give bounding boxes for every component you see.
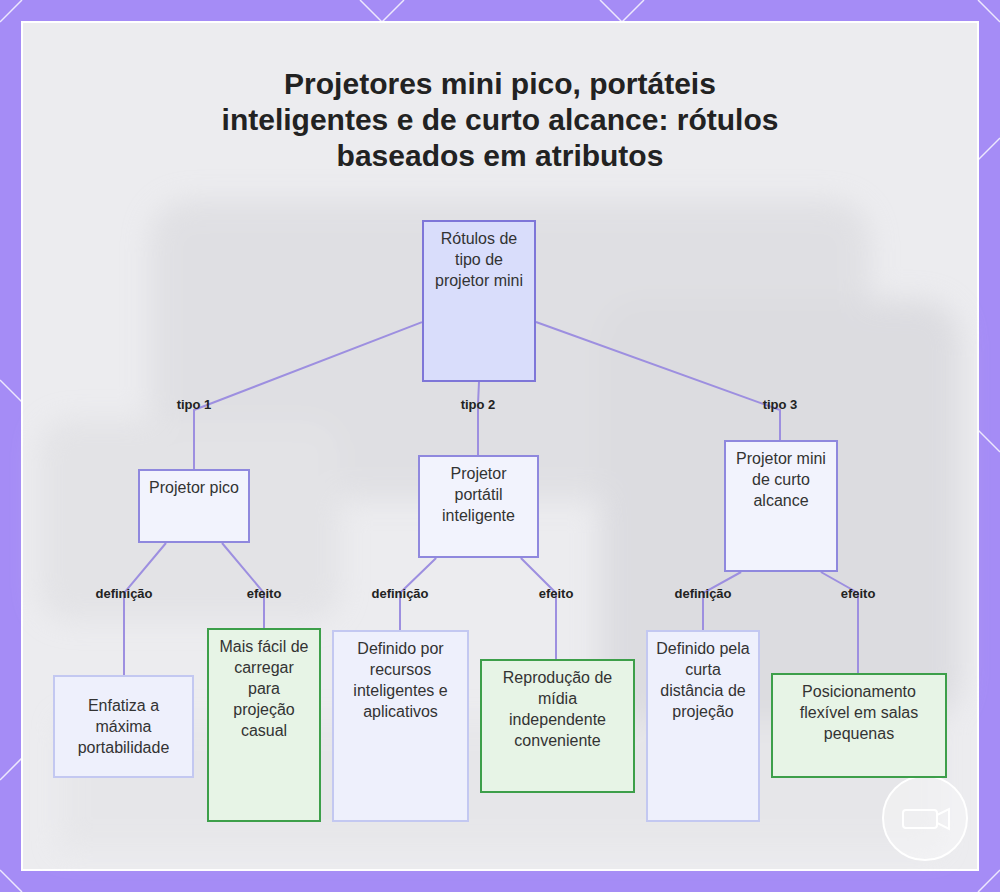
node-text: Mais fácil de carregar para projeção cas… [217, 636, 311, 741]
edge-label: definição [674, 586, 731, 601]
edge-label: tipo 3 [763, 397, 798, 412]
root-box: Rótulos de tipo de projetor mini [422, 220, 536, 382]
definition-box: Definido pela curta distância de projeçã… [646, 630, 760, 822]
edge-label: definição [95, 586, 152, 601]
node-text: Projetor mini de curto alcance [734, 448, 828, 511]
definition-box: Enfatiza a máxima portabilidade [53, 675, 194, 778]
diagram-title: Projetores mini pico, portáteis intelige… [210, 66, 790, 174]
connector-line [478, 382, 479, 455]
effect-box: Mais fácil de carregar para projeção cas… [207, 628, 321, 822]
type-box: Projetor mini de curto alcance [724, 440, 838, 572]
edge-label: tipo 1 [177, 397, 212, 412]
edge-label: efeito [841, 586, 876, 601]
node-text: Posicionamento flexível em salas pequena… [781, 681, 937, 744]
effect-box: Reprodução de mídia independente conveni… [480, 659, 635, 793]
edge-label: tipo 2 [461, 397, 496, 412]
connector-line [536, 322, 780, 440]
node-text: Reprodução de mídia independente conveni… [490, 667, 625, 751]
effect-box: Posicionamento flexível em salas pequena… [771, 673, 947, 778]
connector-line [194, 322, 422, 469]
edge-label: efeito [247, 586, 282, 601]
type-box: Projetor pico [138, 469, 250, 543]
connector-line [703, 572, 741, 630]
edge-label: efeito [539, 586, 574, 601]
node-text: Definido pela curta distância de projeçã… [656, 638, 750, 722]
blurred-photo [40, 200, 960, 850]
node-text: Projetor pico [149, 477, 239, 498]
edge-label: definição [371, 586, 428, 601]
node-text: Enfatiza a máxima portabilidade [63, 695, 184, 758]
connector-line [124, 543, 166, 675]
type-box: Projetor portátil inteligente [418, 455, 539, 558]
camera-icon [883, 776, 967, 860]
definition-box: Definido por recursos inteligentes e apl… [332, 630, 469, 822]
connector-line [521, 558, 556, 659]
node-text: Projetor portátil inteligente [428, 463, 529, 526]
node-text: Definido por recursos inteligentes e apl… [342, 638, 459, 722]
node-text: Rótulos de tipo de projetor mini [432, 228, 526, 291]
inner-panel [22, 22, 978, 870]
